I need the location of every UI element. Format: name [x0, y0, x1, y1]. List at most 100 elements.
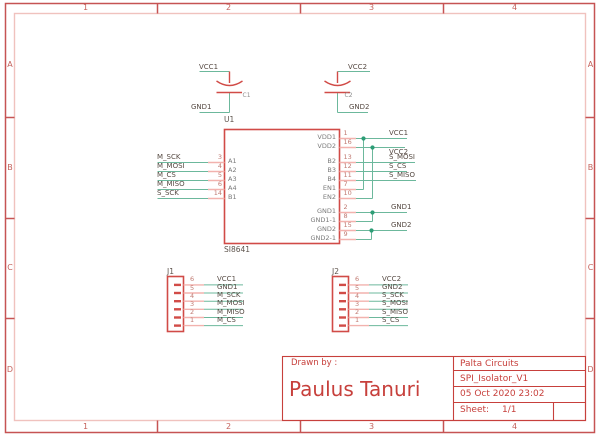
ground-net-label: GND2	[349, 103, 370, 111]
chip-part: SI8641	[224, 245, 251, 254]
pin-number: 11	[343, 171, 352, 179]
pin-number: 16	[343, 138, 352, 146]
ground-net-label: GND1	[191, 103, 212, 111]
pin-number: 14	[213, 189, 222, 197]
pin-name: VDD2	[317, 142, 336, 150]
capacitor-ref-c2: C2	[344, 92, 353, 99]
net-label: S_MISO	[382, 307, 409, 316]
company-name: Palta Circuits	[460, 358, 519, 369]
net-label: M_MISO	[217, 307, 245, 316]
author-name: Paulus Tanuri	[289, 377, 421, 401]
net-label: S_CS	[389, 161, 407, 170]
wire	[337, 71, 370, 113]
net-label: VCC1	[217, 274, 237, 283]
net-label: M_SCK	[157, 152, 181, 161]
chip-ref: U1	[224, 115, 235, 124]
net-label: GND2	[382, 283, 403, 291]
connector-j1-body[interactable]	[166, 275, 185, 333]
pin-number: 13	[343, 153, 352, 161]
pin-name: EN1	[322, 184, 336, 192]
pin-number: 4	[355, 291, 360, 300]
pin-number: 3	[355, 299, 360, 308]
capacitor-plates	[324, 71, 351, 94]
junction-dot	[369, 228, 374, 233]
pin-number: 1	[355, 316, 360, 325]
pin-name: A2	[228, 166, 237, 174]
pin-number: 1	[190, 316, 195, 325]
power-net-label: VCC1	[199, 62, 219, 71]
connector-ref-j2: J2	[332, 266, 339, 276]
pin-name: A3	[228, 175, 237, 183]
frame-row-label: C	[7, 263, 13, 272]
net-label: M_MISO	[157, 179, 185, 188]
frame-column-label: 1	[82, 3, 89, 12]
pin-name: GND1	[316, 207, 336, 215]
title-block-lines	[281, 355, 587, 422]
pin-name: B4	[327, 175, 336, 183]
net-label: M_CS	[217, 315, 236, 324]
pin-number: 8	[343, 212, 348, 220]
pin-number: 5	[217, 171, 222, 179]
pin-number: 4	[190, 291, 195, 300]
pin-number: 9	[343, 230, 348, 238]
net-label: M_MOSI	[217, 299, 245, 308]
capacitor-plates	[216, 71, 243, 94]
capacitor-ref-c1: C1	[242, 92, 251, 99]
pin-number: 5	[190, 283, 195, 292]
frame-row-label: B	[587, 162, 594, 172]
frame-column-label: 3	[368, 422, 375, 431]
net-label: S_SCK	[382, 291, 404, 300]
frame-row-label: B	[7, 162, 13, 172]
frame-column-label: 2	[225, 422, 232, 431]
junction-dot	[361, 136, 366, 141]
pin-number: 12	[343, 162, 352, 170]
frame-column-label: 4	[511, 422, 518, 431]
capacitor-c1-symbol[interactable]	[199, 71, 243, 113]
net-label: M_MOSI	[157, 161, 185, 170]
frame-column-label: 1	[82, 422, 89, 431]
net-label: S_SCK	[157, 188, 179, 197]
pin-name: EN2	[322, 193, 336, 201]
junction-dot	[370, 145, 375, 150]
pin-number: 15	[343, 221, 352, 229]
pin-name: A1	[228, 157, 237, 165]
pin-number: 6	[355, 275, 360, 284]
pin-number: 5	[355, 283, 360, 292]
pin-number: 2	[343, 203, 348, 211]
document-title: SPI_Isolator_V1	[460, 373, 529, 384]
pin-name: GND2	[316, 225, 336, 233]
frame-row-label: D	[6, 364, 14, 374]
pin-number: 6	[217, 180, 222, 188]
net-label: GND2	[391, 220, 412, 229]
net-label: VCC1	[389, 128, 409, 137]
chip-u1-body[interactable]	[223, 128, 341, 245]
pin-number: 3	[190, 299, 195, 308]
net-label: M_CS	[157, 170, 176, 179]
pin-number: 3	[217, 153, 222, 161]
frame-column-label: 2	[225, 3, 232, 12]
pin-number: 4	[217, 162, 222, 170]
pin-name: VDD1	[317, 133, 336, 141]
frame-row-label: A	[587, 60, 594, 69]
pin-name: B2	[327, 157, 336, 165]
pin-number: 10	[343, 189, 352, 197]
pin-number: 2	[190, 308, 195, 316]
net-label: GND1	[217, 283, 238, 291]
wire	[199, 71, 230, 113]
capacitor-c2-symbol[interactable]	[324, 71, 371, 113]
pin-name: B1	[228, 193, 237, 201]
connector-j2-body[interactable]	[331, 275, 350, 333]
drawn-by-label: Drawn by :	[291, 358, 338, 368]
sheet-label: Sheet:	[460, 404, 490, 415]
net-label: GND1	[391, 202, 412, 211]
document-date: 05 Oct 2020 23:02	[460, 389, 545, 399]
frame-column-label: 4	[511, 3, 518, 12]
pin-name: GND2-1	[310, 234, 336, 242]
net-label: VCC2	[382, 274, 402, 283]
pin-number: 1	[343, 129, 348, 137]
frame-column-label: 3	[368, 3, 375, 12]
net-label: S_MOSI	[382, 299, 409, 308]
pin-number: 6	[190, 275, 195, 284]
